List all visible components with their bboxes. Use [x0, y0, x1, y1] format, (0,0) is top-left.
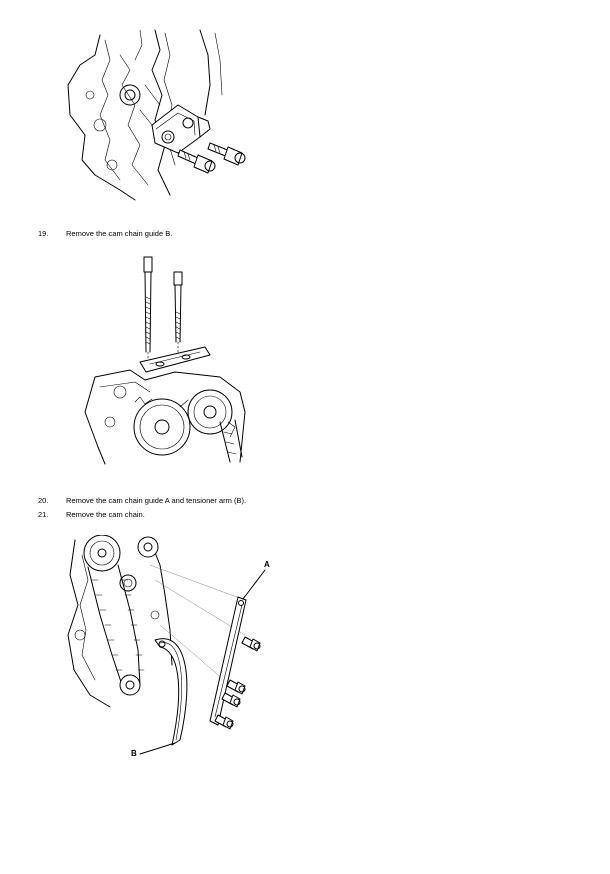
callout-a: A [264, 560, 270, 569]
step-text: Remove the cam chain guide B. [66, 229, 173, 238]
step-number: 21. [38, 510, 49, 519]
step-text: Remove the cam chain. [66, 510, 145, 519]
step-number: 20. [38, 496, 49, 505]
chain-guide-a-tensioner-arm-illustration [60, 534, 280, 760]
callout-b: B [131, 749, 137, 758]
step-text: Remove the cam chain guide A and tension… [66, 496, 247, 505]
chain-guide-b-illustration [80, 252, 250, 467]
tensioner-removal-illustration [60, 25, 270, 205]
step-number: 19. [38, 229, 49, 238]
